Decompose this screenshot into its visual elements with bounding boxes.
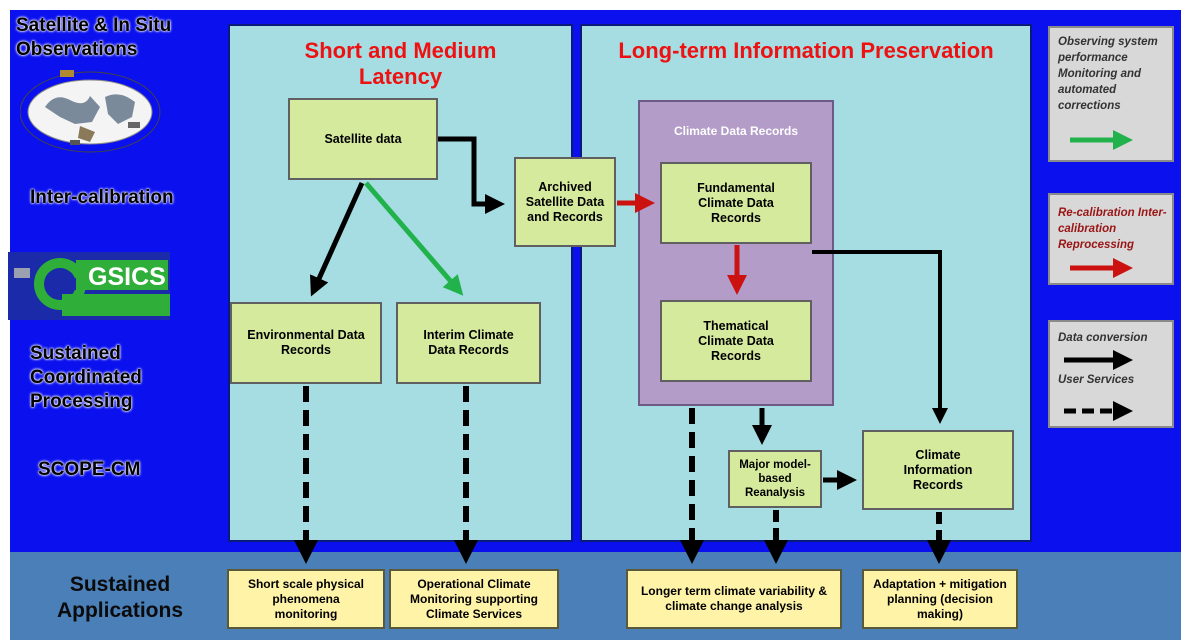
arrow-fcdr-to-cir: [812, 250, 948, 424]
intercalibration-label: Inter-calibration: [30, 187, 174, 208]
short-latency-title: Short and Medium Latency: [304, 38, 497, 89]
gsics-logo-text: GSICS: [88, 263, 166, 291]
climate-info-records-box: Climate Information Records: [862, 430, 1014, 510]
legend-conversion: Data conversion User Services: [1048, 320, 1174, 428]
environmental-records-box: Environmental Data Records: [230, 302, 382, 384]
archived-records-box: Archived Satellite Data and Records: [514, 157, 616, 247]
globe-satellite-icon: [19, 62, 170, 162]
observations-label: Satellite & In Situ Observations: [16, 15, 172, 60]
interim-records-box: Interim Climate Data Records: [396, 302, 541, 384]
climate-data-records-title: Climate Data Records: [673, 124, 799, 138]
satellite-data-box: Satellite data: [288, 98, 438, 180]
sustained-processing-label: Sustained Coordinated Processing: [30, 343, 142, 412]
app-short-scale-box: Short scale physical phenomena monitorin…: [227, 569, 385, 629]
long-term-title: Long-term Information Preservation: [618, 38, 994, 63]
legend-monitoring-text: Observing system performance Monitoring …: [1058, 36, 1158, 112]
scope-label: SCOPE-CM: [38, 459, 141, 480]
legend-user-services-text: User Services: [1058, 374, 1135, 386]
arrow-sat-to-interim: [364, 181, 464, 296]
app-longer-term-box: Longer term climate variability & climat…: [626, 569, 842, 629]
satellite-icon: [14, 268, 30, 278]
arrow-sat-to-archive: [438, 136, 505, 214]
thematical-records-box: Thematical Climate Data Records: [660, 300, 812, 382]
legend-data-conversion-text: Data conversion: [1058, 332, 1148, 344]
legend-recalibration-text: Re-calibration Inter-calibration Reproce…: [1058, 207, 1167, 251]
reanalysis-box: Major model-based Reanalysis: [728, 450, 822, 508]
fundamental-records-box: Fundamental Climate Data Records: [660, 162, 812, 244]
gsics-logo: GSICS: [8, 252, 170, 320]
app-adaptation-box: Adaptation + mitigation planning (decisi…: [862, 569, 1018, 629]
applications-label: Sustained Applications: [56, 573, 183, 622]
app-operational-box: Operational Climate Monitoring supportin…: [389, 569, 559, 629]
arrow-sat-to-env: [310, 181, 365, 297]
